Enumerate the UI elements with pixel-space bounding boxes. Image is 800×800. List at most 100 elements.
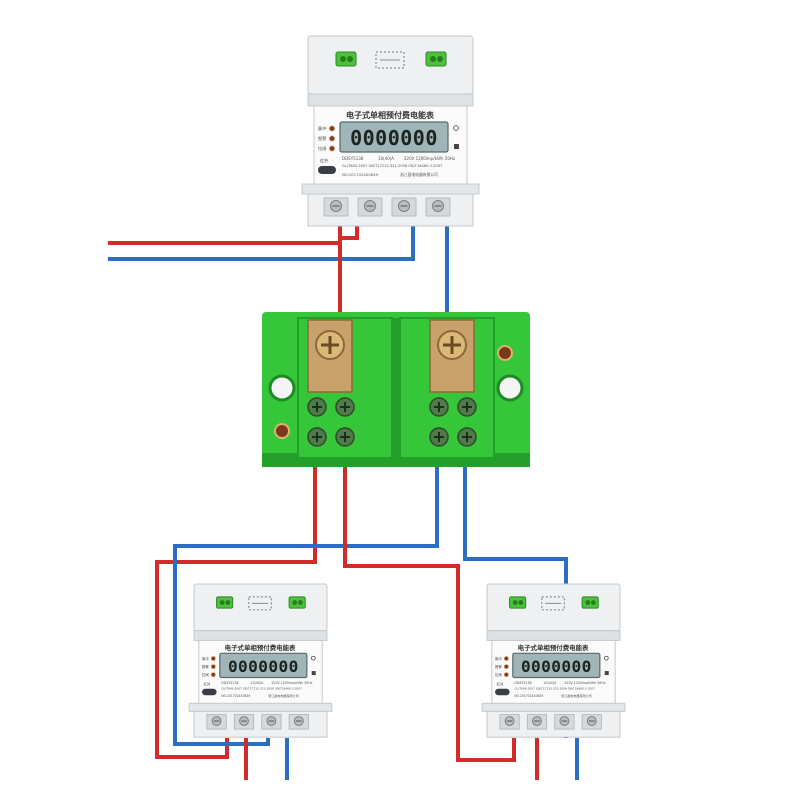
meter-lcd-mark-icon: [604, 671, 609, 676]
meter-indicator: 报警: [202, 664, 216, 670]
meter-infrared-label: 红外: [320, 157, 329, 164]
meter-standard: GL/T645-2007 GB/T17215.321-2008 GB/T1846…: [221, 687, 302, 691]
meter-infrared-port: 红外: [495, 682, 510, 696]
terminal-block-divider: [392, 318, 400, 458]
meter-indicator: 脉冲: [202, 656, 216, 661]
meter-lcd-mark-icon: [603, 655, 609, 661]
terminal-screw: [457, 427, 477, 447]
meter-top-hinge: [541, 596, 565, 611]
terminal-screw: [335, 397, 355, 417]
terminal-screw: [429, 427, 449, 447]
meter-indicator-label: 拉闸: [495, 672, 502, 677]
incoming-neutral-wire: [108, 222, 415, 261]
meter-terminal-screw: [261, 714, 282, 730]
meter-maker: 浙江昌电电器有限公司: [400, 172, 438, 177]
bus-screw-right: [437, 330, 467, 360]
meter-serial: NO.2017024X0849: [342, 172, 379, 177]
terminal-screw: [307, 397, 327, 417]
meter-infrared-label: 红外: [204, 682, 211, 687]
mount-hole-left: [268, 374, 296, 402]
meter-rating: 10(40)A: [378, 156, 394, 161]
meter-indicator: 报警: [318, 135, 335, 142]
meter-title: 电子式单相预付费电能表: [225, 643, 296, 652]
meter-maker: 浙江昌电电器有限公司: [561, 693, 591, 698]
terminal-screws-left: [307, 397, 355, 447]
mount-hole-right: [496, 374, 524, 402]
meter-serial: NO.2017024X0849: [221, 694, 250, 698]
meter-shoulder: [193, 630, 328, 641]
meter-lcd: [512, 652, 601, 679]
terminal-screw: [429, 397, 449, 417]
meter-terminal-screw: [581, 714, 602, 730]
meter-indicator-label: 拉闸: [202, 672, 209, 677]
meter-terminal-screw: [357, 197, 383, 217]
indicator-dot-right: [497, 345, 513, 361]
left-neutral-feed-wire: [173, 458, 439, 746]
terminal-screws-right: [429, 397, 477, 447]
meter-lower-shoulder: [301, 183, 480, 195]
meter-voltage-freq: 220V 1200imp/kWh 50Hz: [271, 681, 312, 685]
meter-infrared-label: 红外: [497, 682, 504, 687]
meter-terminal-screw: [554, 714, 575, 730]
meter-top-hinge: [248, 596, 272, 611]
meter-indicator: 拉闸: [202, 672, 216, 678]
incoming-live-wire: [108, 222, 342, 245]
meter-lcd: [339, 121, 449, 153]
meter-terminal-screw: [288, 714, 309, 730]
meter-title: 电子式单相预付费电能表: [346, 110, 435, 120]
meter-indicator: 拉闸: [495, 672, 509, 678]
meter-infrared-port: 红外: [318, 157, 336, 174]
meter-model: DDSY5138: [342, 156, 364, 161]
meter-indicator-label: 报警: [202, 664, 209, 669]
meter-infrared-port: 红外: [202, 682, 217, 696]
meter-top-clip: [335, 51, 357, 67]
wires: [108, 222, 579, 780]
meter-indicator-label: 脉冲: [495, 656, 502, 661]
meter-reading: 0000000: [228, 657, 299, 676]
meter-top-clip: [509, 596, 527, 609]
meter-voltage-freq: 220V 1200imp/kWh 50Hz: [404, 156, 455, 161]
meter-top-clip: [288, 596, 306, 609]
meter-top-clip: [425, 51, 447, 67]
meter-lower-shoulder: [188, 702, 333, 712]
meter-rating: 10(40)A: [250, 681, 264, 685]
meter-indicator: 报警: [495, 664, 509, 670]
meter-terminal-screw: [391, 197, 417, 217]
right-live-feed-wire: [343, 458, 516, 762]
meter-top-cap: [486, 583, 621, 632]
terminal-block: [262, 312, 530, 467]
meter-indicator-label: 报警: [318, 135, 327, 142]
meter-indicator-label: 报警: [495, 664, 502, 669]
meter-top-hinge: [375, 51, 405, 69]
terminal-screw: [457, 397, 477, 417]
meter-reading: 0000000: [521, 657, 592, 676]
meter-indicator: 拉闸: [318, 145, 335, 152]
meter-top-clip: [216, 596, 234, 609]
meter-standard: GL/T645-2007 GB/T17215.321-2008 GB/T1846…: [514, 687, 595, 691]
meter-shoulder: [307, 93, 474, 107]
meter-terminal-screw: [323, 197, 349, 217]
meter-top-cap: [193, 583, 328, 632]
meter-indicator: 脉冲: [318, 125, 335, 132]
meter-model: DDSY5138: [221, 681, 238, 685]
meter-lcd-mark-icon: [453, 125, 459, 131]
meter-terminal-screw: [233, 714, 255, 730]
main-out-live-wire: [338, 222, 359, 312]
meter-lcd-mark-icon: [454, 144, 459, 149]
meter-terminal-screw: [499, 714, 520, 730]
meter-shoulder: [486, 630, 621, 641]
meter-lower-shoulder: [481, 702, 626, 712]
meter-terminal-screw: [206, 714, 227, 730]
terminal-screw: [335, 427, 355, 447]
meter-maker: 浙江昌电电器有限公司: [268, 693, 298, 698]
meter-terminal-screw: [526, 714, 548, 730]
meter-indicator-label: 拉闸: [318, 145, 326, 152]
meter-lcd: [219, 652, 308, 679]
meter-indicator-label: 脉冲: [318, 125, 326, 132]
bus-screw-left: [315, 330, 345, 360]
meter-lcd-mark-icon: [311, 671, 316, 676]
